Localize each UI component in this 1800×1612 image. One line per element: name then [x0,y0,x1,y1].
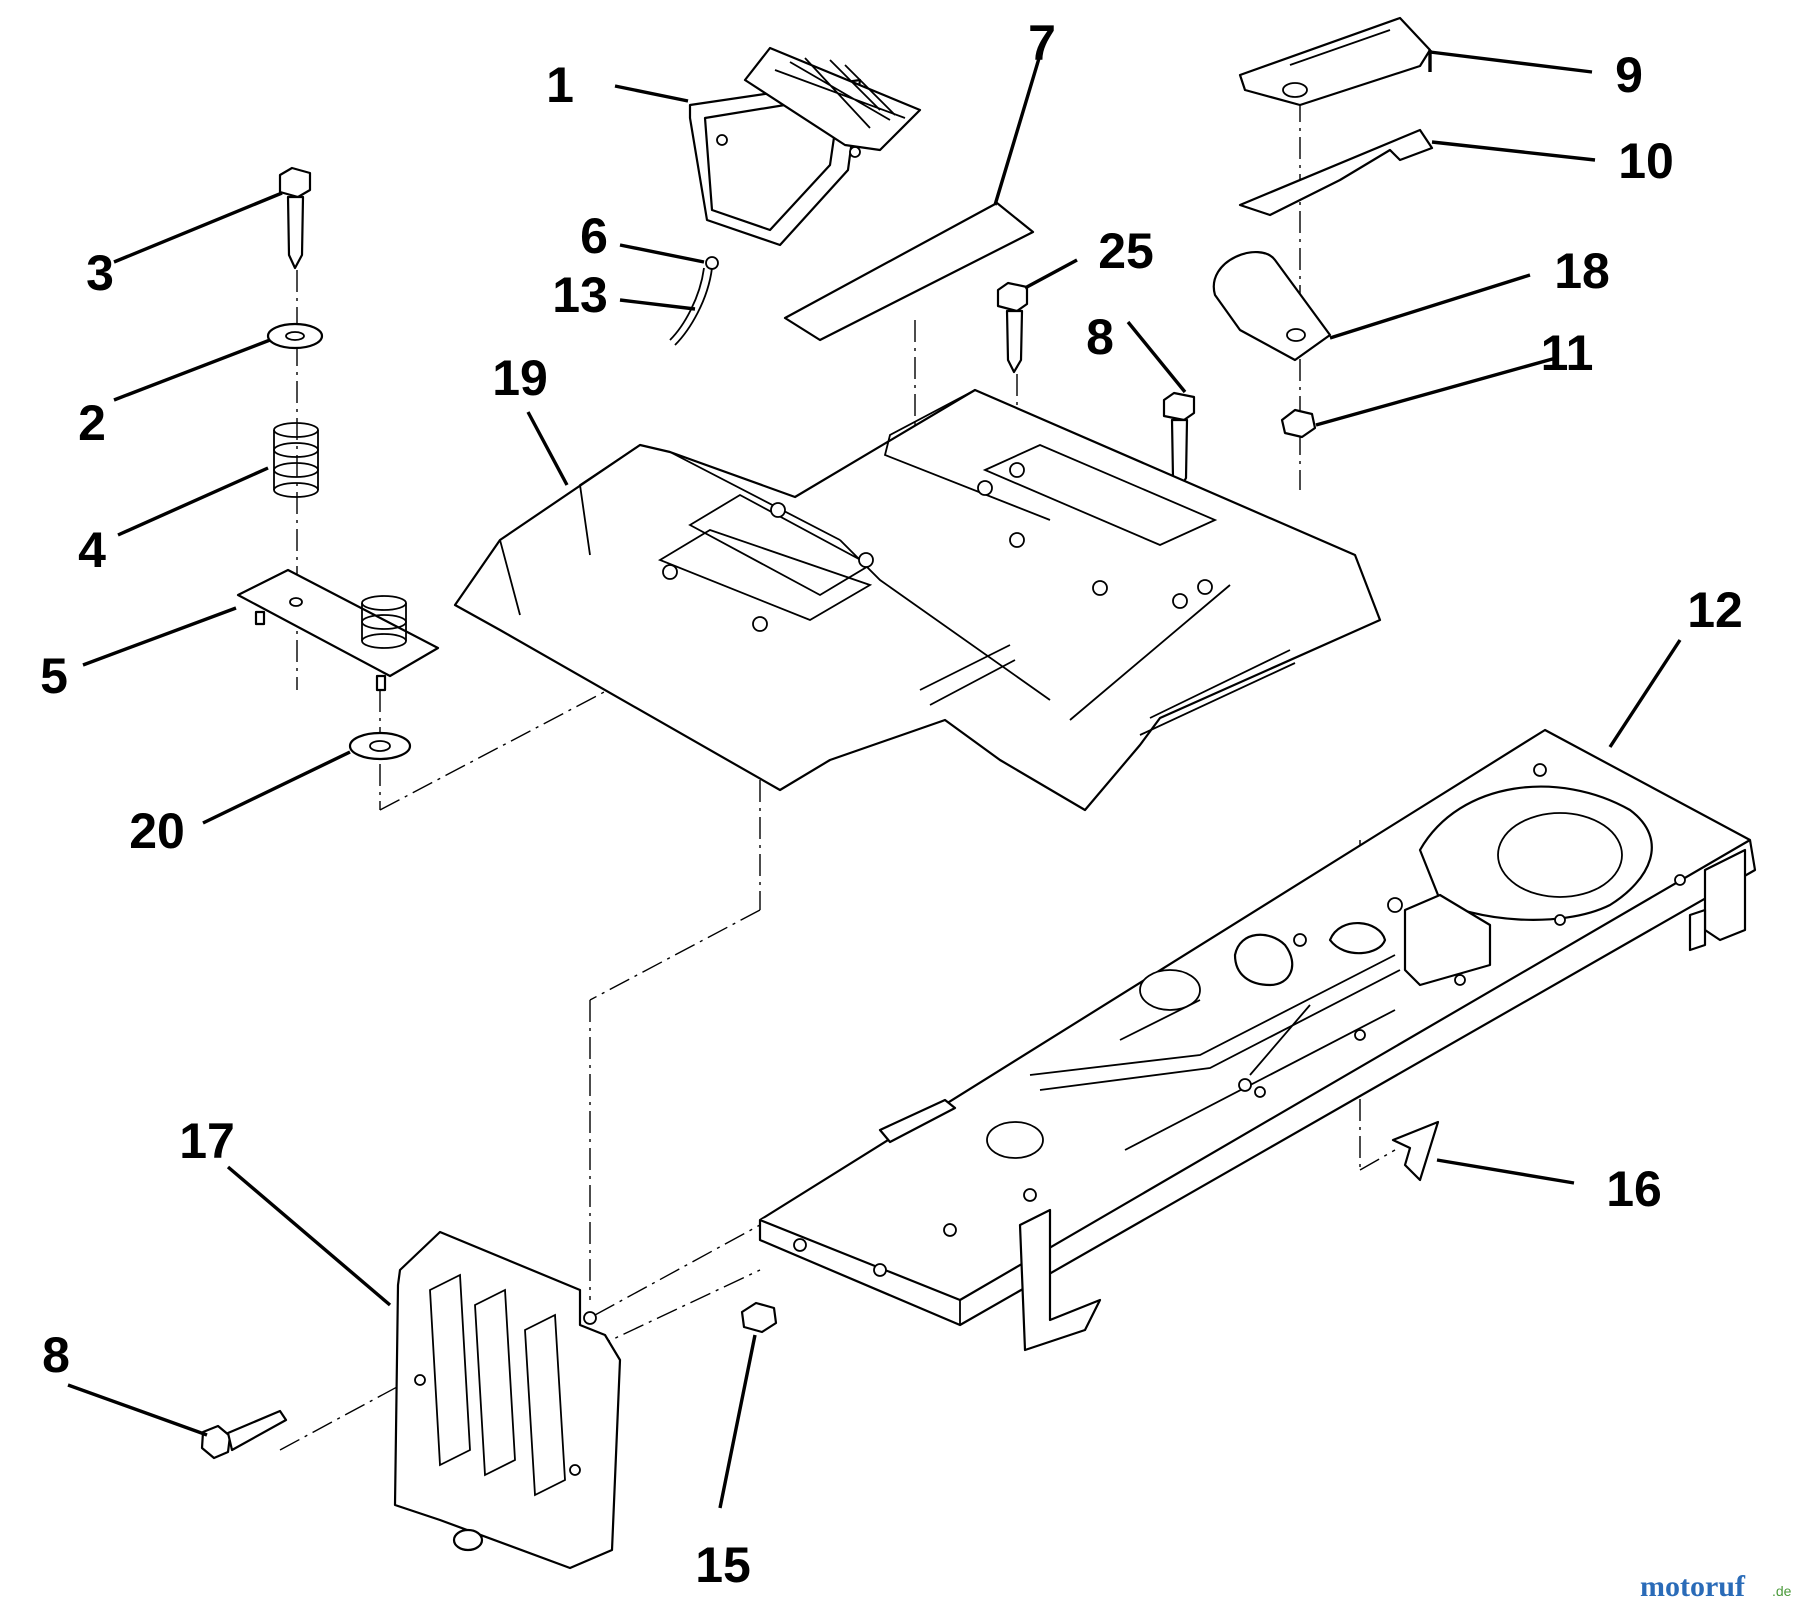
part-nut-upper [1280,408,1317,439]
part-washer-lower [348,731,412,761]
part-frame [758,728,1757,1352]
callout-3: 3 [86,245,114,301]
part-bolt-top [996,281,1029,374]
watermark-brand: motoruf [1640,1570,1746,1603]
part-washer-upper [266,322,324,350]
callout-8-lower: 8 [42,1327,70,1383]
callout-5: 5 [40,648,68,704]
watermark-tld: .de [1772,1583,1792,1599]
leader-lines [67,50,1682,1509]
part-mount-plate [393,1230,622,1570]
callout-19: 19 [492,350,548,406]
callout-4: 4 [78,522,106,578]
callout-7: 7 [1028,15,1056,71]
callout-2: 2 [78,395,106,451]
callout-16: 16 [1606,1161,1662,1217]
part-bolt-lower [200,1409,288,1460]
callout-12: 12 [1687,582,1743,638]
part-spring-plate [236,568,440,692]
callout-15: 15 [695,1537,751,1593]
part-bolt-left [278,166,312,270]
callout-18: 18 [1554,243,1610,299]
callout-numbers: 1 3 2 4 5 6 13 7 25 8 9 10 18 11 19 20 1… [40,15,1743,1593]
part-nut-lower [740,1301,778,1334]
part-bracket-strip [1238,128,1434,217]
watermark-logo: motoruf .de [1640,1570,1792,1603]
part-spring [273,422,319,498]
part-cover-plate [1238,16,1432,107]
callout-11: 11 [1541,325,1594,381]
callout-17: 17 [179,1113,235,1169]
callout-10: 10 [1618,133,1674,189]
part-tray [688,46,922,247]
callout-25: 25 [1098,223,1154,279]
part-fender [453,388,1382,812]
part-clamp [1212,250,1332,362]
part-decal [783,201,1035,342]
callout-6: 6 [580,208,608,264]
part-bolt-side [1162,391,1196,492]
part-small-bracket [1391,1120,1440,1182]
callout-20: 20 [129,803,185,859]
callout-8-upper: 8 [1086,309,1114,365]
callout-9: 9 [1615,47,1643,103]
callout-1: 1 [546,57,574,113]
part-hose-and-clip [669,256,719,346]
callout-13: 13 [552,267,608,323]
